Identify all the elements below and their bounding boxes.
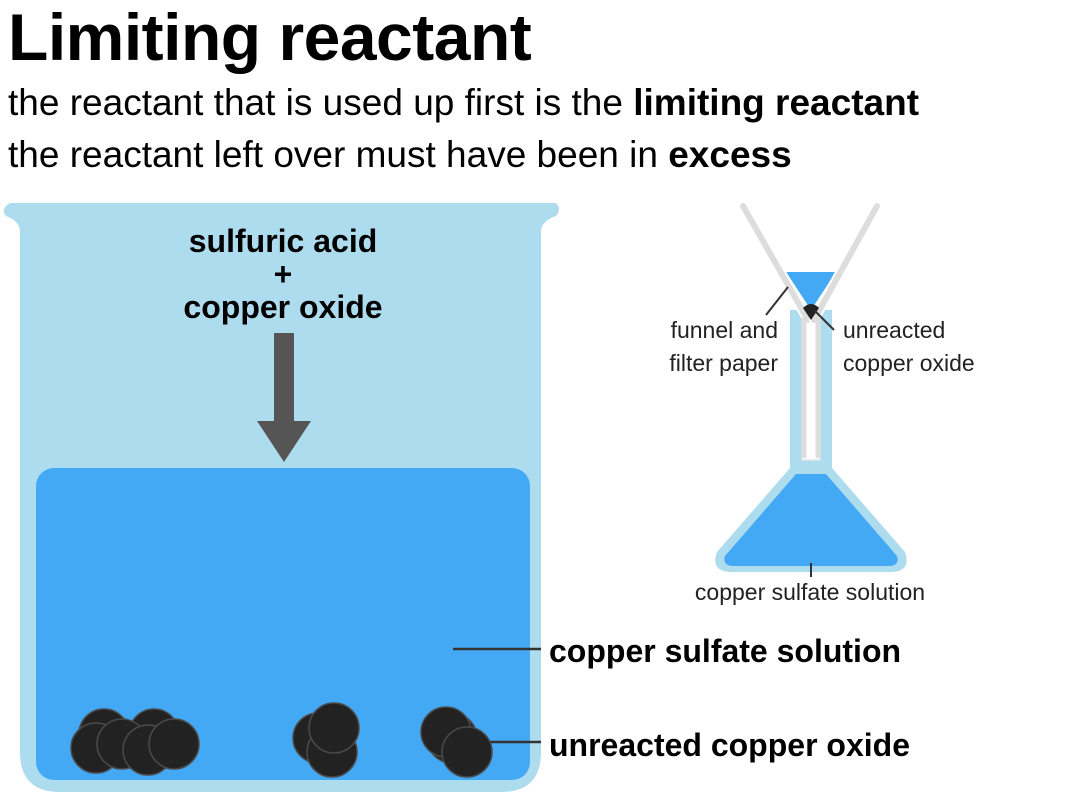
copper-oxide-particles bbox=[70, 702, 493, 778]
beaker: sulfuric acid + copper oxide copper sulf… bbox=[3, 203, 910, 792]
filtrate-liquid bbox=[724, 474, 898, 566]
filtration-apparatus: funnel and filter paper unreacted copper… bbox=[669, 201, 975, 605]
copper-oxide-residue bbox=[803, 304, 819, 320]
funnel-bowl bbox=[786, 272, 836, 310]
residue-label: unreacted bbox=[843, 317, 945, 343]
definition-text: the reactant that is used up first is th… bbox=[8, 82, 634, 123]
funnel-label: filter paper bbox=[669, 350, 778, 376]
copper-oxide-particle bbox=[441, 726, 493, 778]
copper-sulfate-solution bbox=[36, 468, 530, 780]
definition-limiting-reactant: the reactant that is used up first is th… bbox=[8, 80, 919, 126]
copper-oxide-particle bbox=[148, 718, 200, 770]
definition-excess: the reactant left over must have been in… bbox=[8, 132, 792, 178]
term-limiting-reactant: limiting reactant bbox=[633, 82, 920, 123]
reactant-label-oxide: copper oxide bbox=[183, 289, 382, 325]
filtrate-label: copper sulfate solution bbox=[695, 579, 925, 605]
arrow-down-icon bbox=[257, 333, 311, 462]
leader-line-funnel bbox=[765, 286, 789, 316]
unreacted-solid-label: unreacted copper oxide bbox=[549, 727, 910, 763]
reactant-label-acid: sulfuric acid bbox=[189, 223, 378, 259]
copper-oxide-particle bbox=[308, 702, 360, 754]
reactant-plus-sign: + bbox=[274, 256, 293, 292]
term-excess: excess bbox=[668, 134, 792, 175]
filter-paper bbox=[738, 201, 882, 458]
leader-line-residue bbox=[814, 310, 835, 331]
page-title: Limiting reactant bbox=[8, 0, 532, 74]
residue-label: copper oxide bbox=[843, 350, 975, 376]
definition-text: the reactant left over must have been in bbox=[8, 134, 669, 175]
solution-label: copper sulfate solution bbox=[549, 633, 901, 669]
funnel-label: funnel and bbox=[671, 317, 778, 343]
